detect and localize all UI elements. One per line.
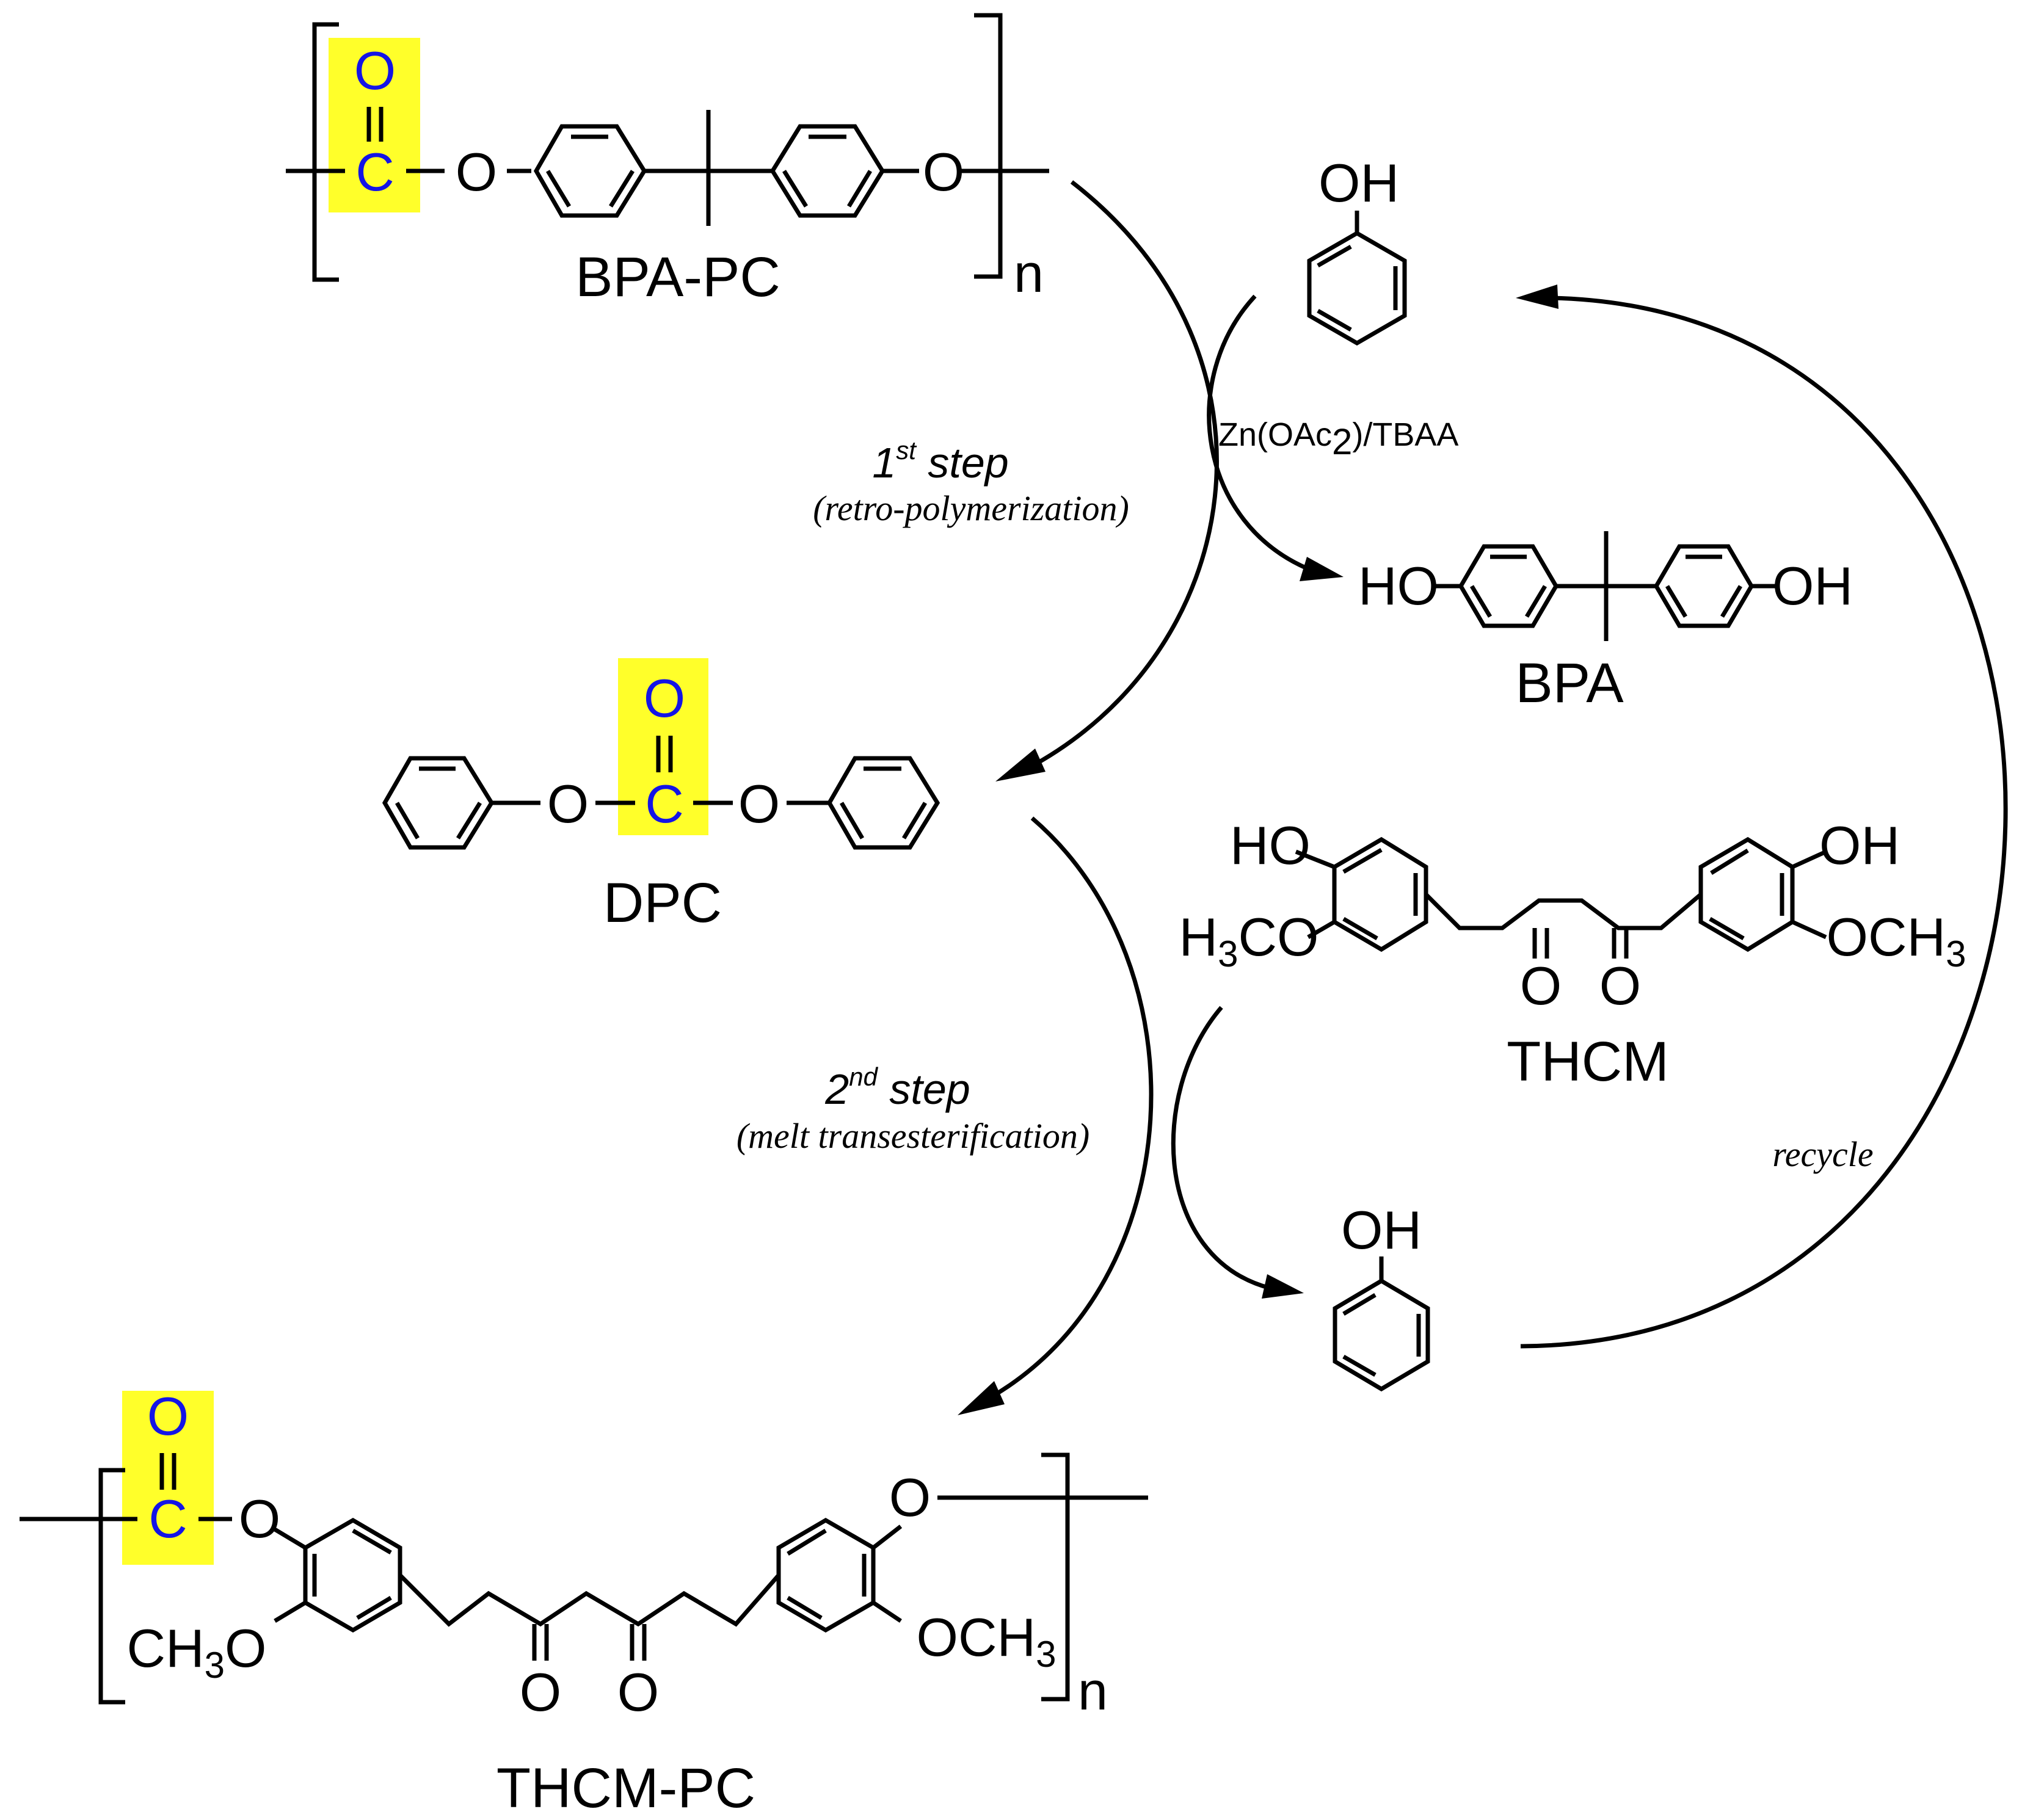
ketone-oxygen: O xyxy=(1599,955,1641,1016)
methoxy-label: CH3O xyxy=(127,1618,267,1686)
right-bracket xyxy=(1041,1452,1070,1702)
step1-label: 1st step xyxy=(872,436,1008,487)
arrowhead xyxy=(1516,285,1558,309)
step1-condition: (retro-polymerization) xyxy=(813,488,1129,528)
thcm-label: THCM xyxy=(1507,1031,1669,1093)
thcm-structure: HO H3CO O O OH OCH3 THCM xyxy=(1179,815,1966,1093)
hydroxyl-label: OH xyxy=(1341,1200,1422,1260)
bpa-structure: HO OH BPA xyxy=(1358,531,1853,714)
hydroxyl-label: HO xyxy=(1230,815,1311,876)
carbonyl-highlight xyxy=(329,38,420,212)
hydroxyl-label: OH xyxy=(1318,153,1399,213)
ether-oxygen: O xyxy=(456,142,497,202)
step2-label: 2nd step xyxy=(824,1062,970,1113)
ether-oxygen: O xyxy=(547,774,589,834)
hydroxyl-label: OH xyxy=(1819,815,1900,876)
dpc-structure: O O C O DPC xyxy=(382,658,940,934)
dpc-label: DPC xyxy=(603,872,722,934)
step2-arrows xyxy=(958,816,1304,1415)
phenol-release-arrow xyxy=(1207,294,1314,573)
step2-arrow xyxy=(988,816,1154,1401)
thcm-pc-structure: O C O CH3O O O O OCH3 n THCM-PC xyxy=(20,1386,1148,1819)
methoxy-label: OCH3 xyxy=(917,1607,1057,1675)
recycle-label: recycle xyxy=(1772,1134,1873,1174)
arrowhead xyxy=(995,749,1046,781)
hydroxyl-label: OH xyxy=(1772,556,1853,616)
carbonyl-carbon: C xyxy=(148,1488,187,1549)
step1-arrow xyxy=(1025,180,1219,772)
ketone-oxygen: O xyxy=(1520,955,1562,1016)
carbonyl-carbon: C xyxy=(645,774,684,834)
step2-condition: (melt transesterification) xyxy=(736,1116,1089,1156)
bpa-label: BPA xyxy=(1515,652,1624,714)
methoxy-label: H3CO xyxy=(1179,907,1319,974)
left-bracket xyxy=(98,1468,125,1705)
carbonyl-carbon: C xyxy=(355,142,395,202)
phenol-release-arrow xyxy=(1171,1006,1271,1291)
recycle-arrow xyxy=(1520,295,2008,1349)
step1-arrows xyxy=(995,180,1344,781)
ketone-oxygen: O xyxy=(520,1662,561,1722)
carbonyl-highlight xyxy=(122,1391,214,1565)
right-bracket xyxy=(974,13,1003,279)
carbonyl-highlight xyxy=(618,658,708,835)
phenol-top-structure: OH xyxy=(1307,153,1407,346)
hydroxyl-label: HO xyxy=(1358,556,1439,616)
ether-oxygen: O xyxy=(738,774,780,834)
catalyst-label: Zn(OAc2)/TBAA xyxy=(1218,416,1458,462)
repeat-unit-n: n xyxy=(1014,243,1044,303)
arrowhead xyxy=(958,1381,1005,1415)
ether-oxygen: O xyxy=(923,142,964,202)
phenol-bottom-structure: OH xyxy=(1333,1200,1430,1392)
carbonyl-oxygen: O xyxy=(644,668,685,728)
bpa-pc-structure: O C O O n BPA-PC xyxy=(286,13,1049,308)
ether-oxygen: O xyxy=(239,1488,280,1549)
methoxy-label: OCH3 xyxy=(1827,907,1966,974)
thcm-pc-label: THCM-PC xyxy=(496,1757,755,1819)
left-bracket xyxy=(312,22,339,282)
carbonyl-oxygen: O xyxy=(147,1386,189,1446)
ether-oxygen: O xyxy=(889,1467,931,1528)
ketone-oxygen: O xyxy=(617,1662,659,1722)
arrowhead xyxy=(1262,1274,1304,1299)
bpa-pc-label: BPA-PC xyxy=(575,246,780,308)
repeat-unit-n: n xyxy=(1078,1661,1108,1721)
arrowhead xyxy=(1300,557,1344,581)
carbonyl-oxygen: O xyxy=(354,40,396,101)
